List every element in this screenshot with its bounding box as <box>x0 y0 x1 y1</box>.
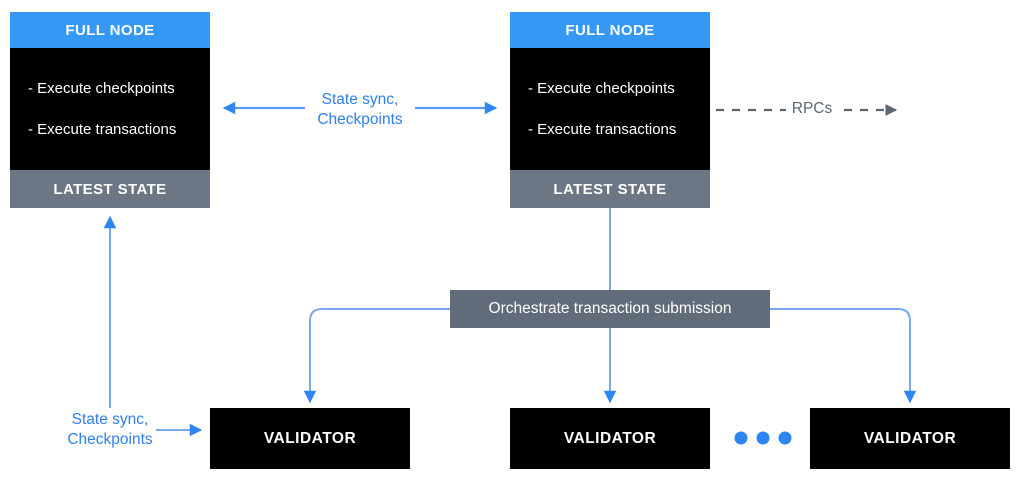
full-node-right: FULL NODE - Execute checkpoints - Execut… <box>510 12 710 208</box>
validator-left: VALIDATOR <box>210 408 410 469</box>
full-node-right-body: - Execute checkpoints - Execute transact… <box>510 48 710 170</box>
full-node-right-header: FULL NODE <box>510 12 710 48</box>
full-node-left-item-transactions: - Execute transactions <box>28 121 177 138</box>
full-node-right-item-transactions: - Execute transactions <box>528 121 677 138</box>
validator-middle: VALIDATOR <box>510 408 710 469</box>
orchestrate-right-arrow <box>770 308 917 404</box>
more-validators-ellipsis-icon <box>734 431 792 445</box>
validator-right: VALIDATOR <box>810 408 1010 469</box>
rpcs-label: RPCs <box>786 100 838 118</box>
full-node-right-latest-state: LATEST STATE <box>510 170 710 208</box>
state-sync-top-label: State sync, Checkpoints <box>305 90 415 130</box>
full-node-left-latest-state: LATEST STATE <box>10 170 210 208</box>
full-node-left-body: - Execute checkpoints - Execute transact… <box>10 48 210 170</box>
orchestrate-left-arrow <box>303 308 450 404</box>
full-node-left-item-checkpoints: - Execute checkpoints <box>28 80 175 97</box>
full-node-left: FULL NODE - Execute checkpoints - Execut… <box>10 12 210 208</box>
full-node-left-header: FULL NODE <box>10 12 210 48</box>
state-sync-bottom-label: State sync, Checkpoints <box>67 411 153 448</box>
full-node-right-item-checkpoints: - Execute checkpoints <box>528 80 675 97</box>
orchestrate-transaction-submission-box: Orchestrate transaction submission <box>450 290 770 328</box>
